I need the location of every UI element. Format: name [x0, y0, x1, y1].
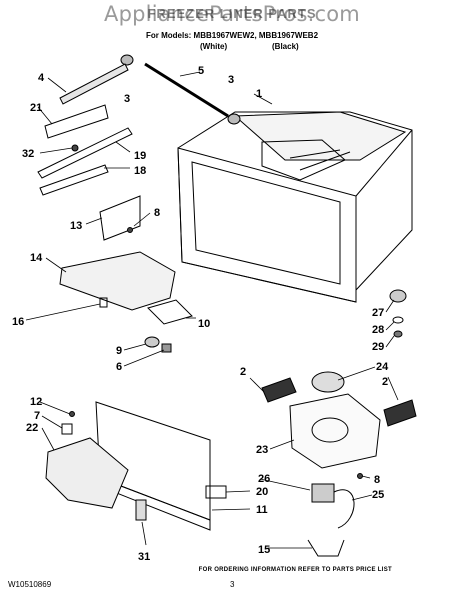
callout-26: 26 [258, 473, 270, 485]
callout-25: 25 [372, 489, 384, 501]
rail-part [59, 63, 129, 105]
callout-21: 21 [30, 102, 42, 114]
page-title: FREEZER LINER PARTS [147, 6, 317, 21]
callout-6: 6 [116, 361, 122, 373]
screw-part [71, 144, 79, 152]
callout-16: 16 [12, 316, 24, 328]
callout-11: 11 [256, 504, 268, 516]
knob-part [144, 336, 160, 348]
freezer-liner-part [177, 111, 413, 303]
callout-27: 27 [372, 307, 384, 319]
side-bracket-part [99, 195, 141, 241]
callout-2-left: 2 [240, 366, 246, 378]
insulation-part-left [261, 377, 297, 403]
fan-blade-part [311, 371, 345, 393]
callout-28: 28 [372, 324, 384, 336]
callout-19: 19 [134, 150, 146, 162]
variant-white: (White) [200, 42, 228, 51]
callout-15: 15 [258, 544, 270, 556]
screw-part-8 [127, 227, 133, 233]
callout-10: 10 [198, 318, 210, 330]
doc-number: W10510869 [8, 580, 52, 589]
slide-part-lower [39, 164, 109, 196]
callout-29: 29 [372, 341, 384, 353]
callout-3-top: 3 [124, 93, 130, 105]
motor-bracket-part [307, 539, 345, 557]
callout-9: 9 [116, 345, 122, 357]
clip-part-31 [135, 499, 147, 521]
callout-31: 31 [138, 551, 150, 563]
grommet-top-part [120, 54, 134, 66]
slide-part-upper [37, 127, 133, 179]
cover-part [59, 251, 176, 311]
ordering-note: FOR ORDERING INFORMATION REFER TO PARTS … [198, 567, 392, 573]
callout-5: 5 [198, 65, 204, 77]
callout-4: 4 [38, 72, 45, 84]
callout-32: 32 [22, 148, 34, 160]
leader-lines [25, 71, 399, 549]
screw-part-6 [161, 343, 172, 353]
screw-part-12 [69, 411, 75, 417]
grille-part [45, 437, 129, 509]
washer-part [392, 316, 404, 324]
fan-housing-part [289, 393, 381, 469]
fan-opening-part [311, 417, 349, 443]
callout-2-right: 2 [382, 376, 388, 388]
callout-18: 18 [134, 165, 146, 177]
watermark: AppliancePartsPros.com [104, 2, 360, 26]
callout-20: 20 [256, 486, 268, 498]
callout-7: 7 [34, 410, 40, 422]
screw-part-8b [357, 473, 363, 479]
variant-black: (Black) [272, 42, 299, 51]
nut-part [393, 330, 403, 338]
cap-part [389, 289, 407, 303]
callout-8-bottom: 8 [374, 474, 380, 486]
callout-22: 22 [26, 422, 38, 434]
callout-24: 24 [376, 361, 389, 373]
tube-part [144, 62, 229, 118]
callout-14: 14 [30, 252, 43, 264]
clip-part [99, 297, 108, 308]
insulation-part-right [383, 399, 417, 427]
callout-13: 13 [70, 220, 82, 232]
motor-part [311, 483, 335, 503]
callout-8-top: 8 [154, 207, 160, 219]
pad-part [147, 299, 193, 325]
wire-harness-part [333, 489, 355, 529]
callout-23: 23 [256, 444, 268, 456]
bracket-part [44, 104, 109, 139]
callout-1: 1 [256, 88, 262, 100]
page-number: 3 [230, 580, 235, 589]
models-line: For Models: MBB1967WEW2, MBB1967WEB2 [145, 31, 319, 40]
grommet-mid-part [227, 113, 241, 125]
clip-part-7 [61, 423, 73, 435]
callout-3-mid: 3 [228, 74, 234, 86]
callout-12: 12 [30, 396, 42, 408]
